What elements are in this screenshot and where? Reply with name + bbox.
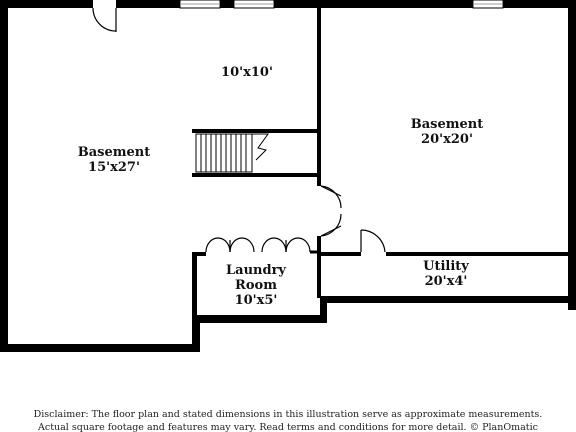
bottom-wall-left: [0, 344, 200, 352]
room-label-basement-right: Basement 20'x20': [405, 117, 489, 147]
window-2: [233, 0, 275, 9]
room-label-small-room: 10'x10': [210, 65, 284, 80]
utility-top-wall: [321, 252, 361, 256]
stair-enclosure-top-wall: [192, 129, 321, 133]
room-label-utility: Utility 20'x4': [408, 259, 484, 289]
room-label-laundry: Laundry Room 10'x5': [215, 263, 297, 308]
room-name: Basement: [410, 117, 484, 132]
top-wall-left: [0, 0, 93, 8]
center-divider-wall-upper: [317, 8, 321, 186]
double-door-center: [320, 185, 342, 237]
top-wall-mid: [116, 0, 476, 8]
room-dimensions: 20'x4': [424, 274, 468, 289]
bottom-wall-right: [320, 296, 576, 303]
window-1: [179, 0, 221, 9]
top-door: [92, 7, 117, 32]
room-dimensions: 15'x27': [88, 160, 140, 175]
disclaimer-line-1: Disclaimer: The floor plan and stated di…: [33, 409, 543, 420]
disclaimer-line-2: Actual square footage and features may v…: [38, 422, 538, 432]
laundry-left-wall: [192, 252, 197, 322]
utility-top-wall-right: [386, 252, 568, 256]
room-dimensions: 10'x5': [234, 293, 278, 308]
room-name: Basement: [77, 145, 151, 160]
room-name-line2: Room: [235, 278, 277, 293]
bottom-wall-step-vertical: [192, 315, 200, 352]
utility-door: [360, 229, 386, 253]
stairs: [195, 133, 269, 173]
center-divider-wall-lower: [317, 236, 321, 298]
exterior-walls: [0, 0, 576, 352]
right-wall: [568, 0, 576, 310]
window-3: [472, 0, 504, 9]
stair-enclosure-bottom-wall: [192, 173, 321, 177]
laundry-top-wall-left: [192, 252, 206, 256]
room-name-line1: Laundry: [226, 263, 286, 278]
left-wall: [0, 0, 8, 352]
room-name: Utility: [423, 259, 469, 274]
room-dimensions: 20'x20': [421, 132, 473, 147]
interior-walls: [192, 8, 568, 322]
laundry-doors: [205, 237, 317, 254]
bottom-wall-step-right: [320, 296, 327, 323]
room-dimensions: 10'x10': [221, 65, 273, 80]
windows: [179, 0, 504, 9]
room-label-basement-left: Basement 15'x27': [72, 145, 156, 175]
top-wall-right: [500, 0, 576, 8]
bottom-wall-mid: [192, 315, 327, 323]
